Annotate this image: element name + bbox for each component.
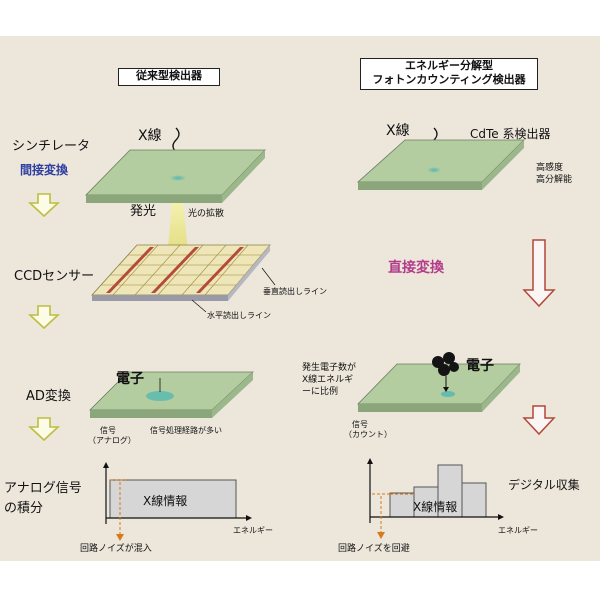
scintillator-label: シンチレータ bbox=[12, 139, 90, 154]
cdte-label: CdTe 系検出器 bbox=[470, 127, 551, 141]
direct-short-arrow-icon bbox=[522, 405, 556, 436]
signal-analog-line2: （アナログ） bbox=[88, 435, 136, 445]
right-electron-label: 電子 bbox=[466, 357, 494, 374]
many-paths-label: 信号処理経路が多い bbox=[150, 425, 222, 435]
flow-arrow-2-icon bbox=[27, 305, 61, 330]
left-xray-hit-spot bbox=[170, 175, 186, 181]
noise-mixed-label: 回路ノイズが混入 bbox=[80, 542, 152, 554]
histogram-bin-4 bbox=[461, 482, 487, 518]
flow-arrow-1-icon bbox=[27, 193, 61, 218]
signal-analog-line1: 信号 bbox=[100, 425, 116, 435]
electrons-note-line1: 発生電子数が bbox=[302, 361, 356, 373]
left-y-axis-arrow-icon bbox=[103, 462, 109, 468]
ad-plate-side bbox=[212, 372, 253, 418]
feature-resolution: 高分解能 bbox=[536, 173, 572, 185]
direct-conversion-label: 直接変換 bbox=[388, 259, 445, 276]
vertical-readout-pointer bbox=[261, 267, 276, 286]
ad-plate-front bbox=[90, 410, 212, 418]
right-electron-arrowhead-icon bbox=[443, 387, 449, 392]
cdte-plate bbox=[356, 139, 525, 183]
right-electron-spot bbox=[441, 391, 455, 397]
digital-collection-label: デジタル収集 bbox=[508, 477, 580, 492]
cdte-plate-front bbox=[358, 182, 482, 190]
right-xray-label: X線 bbox=[386, 123, 410, 139]
ccd-grid bbox=[101, 244, 262, 296]
right-electron-plate-side bbox=[482, 364, 520, 412]
integration-line2: の積分 bbox=[4, 501, 43, 516]
right-xray-hit-spot bbox=[427, 167, 441, 173]
right-header: エネルギー分解型 フォトンカウンティング検出器 bbox=[360, 58, 538, 90]
scintillator-plate bbox=[85, 149, 266, 196]
ccd-label: CCDセンサー bbox=[14, 269, 94, 284]
histogram-bin-3 bbox=[437, 464, 463, 518]
flow-arrow-3-icon bbox=[27, 417, 61, 442]
ccd-base-side bbox=[228, 245, 270, 301]
left-xray-info-label: X線情報 bbox=[143, 493, 187, 508]
ad-plate bbox=[89, 371, 255, 411]
histogram-bin-1 bbox=[389, 492, 415, 518]
noise-avoid-label: 回路ノイズを回避 bbox=[338, 542, 410, 554]
signal-count-line1: 信号 bbox=[352, 419, 368, 429]
scintillator-plate-side bbox=[222, 150, 265, 203]
emission-label: 発光 bbox=[130, 204, 156, 219]
indirect-conversion-label: 間接変換 bbox=[20, 162, 69, 177]
left-noise-arrow-icon bbox=[116, 534, 124, 541]
ccd-sensor bbox=[91, 244, 271, 296]
cdte-plate-side bbox=[482, 140, 524, 190]
horizontal-readout-pointer bbox=[191, 299, 207, 313]
left-x-axis-arrow-icon bbox=[246, 515, 252, 521]
right-header-line1: エネルギー分解型 bbox=[405, 59, 493, 72]
electrons-note-line3: ーに比例 bbox=[302, 385, 338, 397]
light-diffusion-label: 光の拡散 bbox=[188, 207, 224, 219]
left-energy-axis-label: エネルギー bbox=[233, 526, 273, 535]
right-histogram bbox=[389, 464, 487, 518]
histogram-bin-2 bbox=[413, 486, 439, 518]
left-electron-label: 電子 bbox=[116, 370, 144, 387]
right-x-axis-arrow-icon bbox=[498, 514, 504, 520]
ccd-base-front bbox=[92, 295, 228, 301]
ccd-readout-strips bbox=[106, 247, 244, 293]
direct-long-arrow-icon bbox=[522, 239, 556, 308]
electron-cluster-icon bbox=[432, 352, 459, 376]
ad-electron-spot bbox=[146, 391, 174, 401]
right-noise-arrow-icon bbox=[377, 532, 385, 539]
signal-count-line2: （カウント） bbox=[344, 430, 392, 439]
integration-line1: アナログ信号 bbox=[4, 481, 82, 496]
right-energy-axis-label: エネルギー bbox=[498, 526, 538, 535]
left-header: 従来型検出器 bbox=[118, 68, 220, 86]
horizontal-readout-label: 水平読出しライン bbox=[207, 310, 271, 320]
electrons-note-line2: X線エネルギ bbox=[302, 373, 353, 385]
right-y-axis-arrow-icon bbox=[367, 458, 373, 464]
right-electron-plate-front bbox=[358, 404, 482, 412]
left-header-text: 従来型検出器 bbox=[136, 69, 202, 82]
scintillator-plate-front bbox=[86, 195, 222, 203]
left-flow-arrows bbox=[27, 193, 61, 442]
right-xray-info-label: X線情報 bbox=[413, 499, 457, 514]
left-xray-label: X線 bbox=[138, 128, 162, 144]
vertical-readout-label: 垂直読出しライン bbox=[263, 286, 327, 296]
feature-sensitivity: 高感度 bbox=[536, 161, 563, 173]
ad-conversion-label: AD変換 bbox=[26, 388, 71, 404]
left-analog-bar bbox=[109, 479, 237, 519]
right-header-line2: フォトンカウンティング検出器 bbox=[372, 73, 526, 86]
